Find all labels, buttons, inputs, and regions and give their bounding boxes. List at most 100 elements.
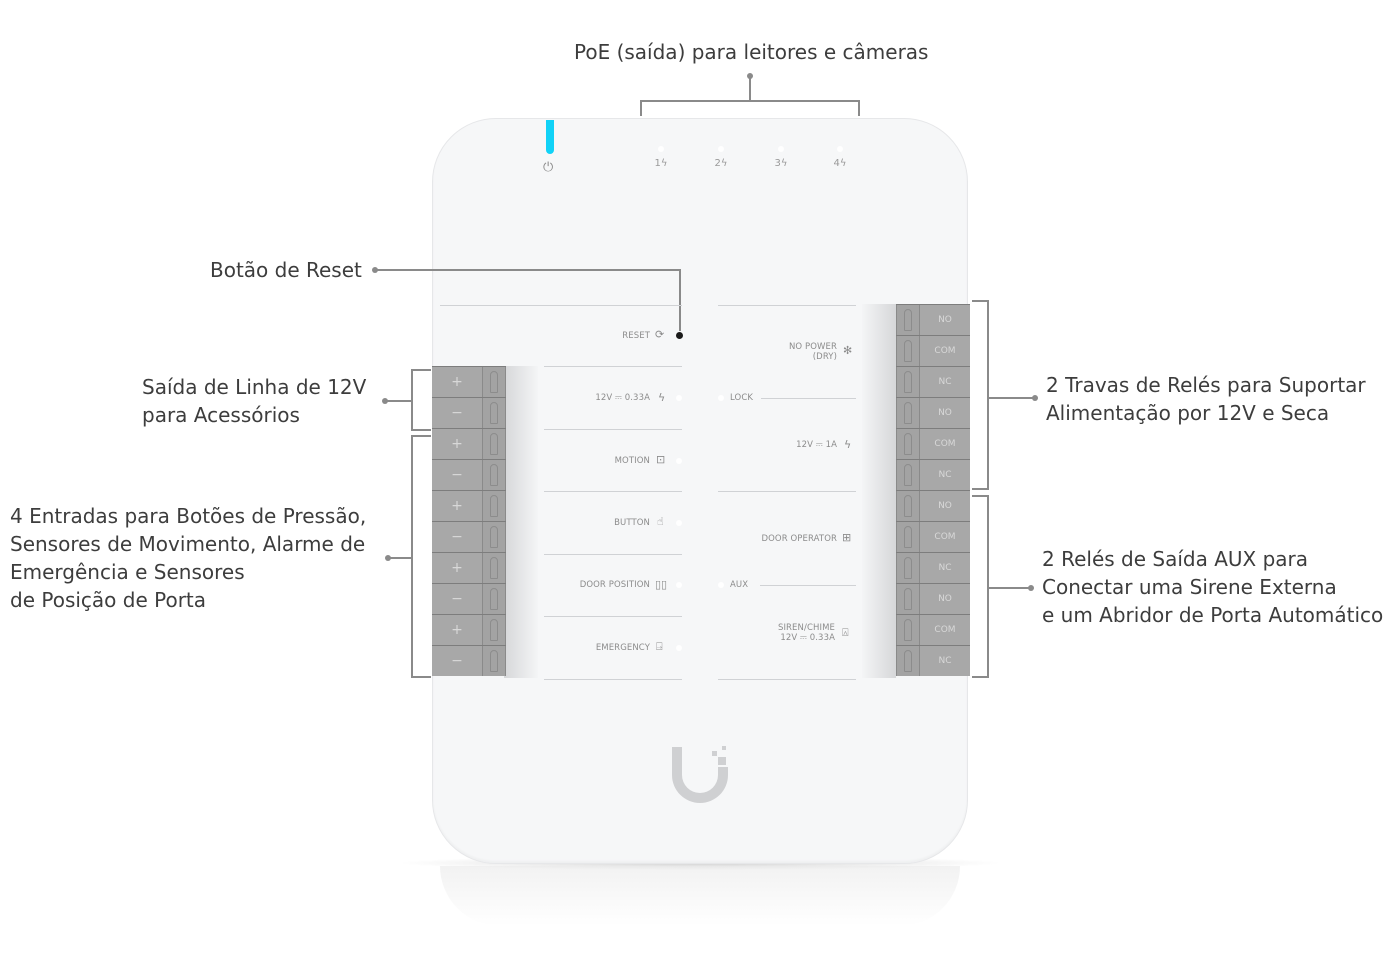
divider bbox=[544, 491, 682, 492]
poe-port-1[interactable]: 1ϟ bbox=[646, 146, 676, 169]
divider bbox=[544, 616, 682, 617]
poe-port-3[interactable]: 3ϟ bbox=[766, 146, 796, 169]
bracket-inputs bbox=[411, 435, 413, 678]
reset-button[interactable] bbox=[676, 332, 683, 339]
callout-dot bbox=[1028, 585, 1034, 591]
callout-line: Emergência e Sensores bbox=[10, 560, 245, 584]
bracket-poe-left bbox=[640, 100, 642, 116]
bracket-aux bbox=[987, 495, 989, 678]
emergency-exit-icon: ⍈ bbox=[656, 640, 663, 653]
terminal-pin[interactable]: COM bbox=[896, 428, 970, 459]
screw-slot-icon bbox=[482, 460, 506, 490]
terminal-pin[interactable]: COM bbox=[896, 335, 970, 366]
terminal-pin[interactable]: COM bbox=[896, 614, 970, 645]
bracket-12v bbox=[411, 369, 413, 431]
terminal-pin[interactable]: + bbox=[432, 552, 506, 583]
callout-line: de Posição de Porta bbox=[10, 588, 207, 612]
leader-line bbox=[388, 557, 412, 559]
terminal-pin[interactable]: NC bbox=[896, 459, 970, 490]
status-led bbox=[676, 395, 682, 401]
status-led bbox=[676, 520, 682, 526]
terminal-pin[interactable]: − bbox=[432, 397, 506, 428]
terminal-pin[interactable]: NC bbox=[896, 552, 970, 583]
terminal-pin[interactable]: + bbox=[432, 366, 506, 397]
callout-line: Sensores de Movimento, Alarme de bbox=[10, 532, 366, 556]
leader-line bbox=[988, 397, 1034, 399]
leader-line bbox=[749, 76, 751, 101]
label-door-position: DOOR POSITION bbox=[579, 580, 650, 590]
bracket-lock-bottom bbox=[972, 488, 988, 490]
callout-line: e um Abridor de Porta Automático bbox=[1042, 603, 1384, 627]
device-reflection bbox=[440, 866, 960, 926]
screw-slot-icon bbox=[482, 429, 506, 459]
terminal-pin[interactable]: NO bbox=[896, 397, 970, 428]
reset-icon: ⟳ bbox=[655, 328, 665, 341]
terminal-pin[interactable]: − bbox=[432, 521, 506, 552]
terminal-label: + bbox=[451, 622, 463, 638]
screw-slot-icon bbox=[482, 615, 506, 645]
bracket-poe bbox=[640, 100, 860, 102]
poe-led bbox=[658, 146, 664, 152]
label-aux: AUX bbox=[730, 580, 749, 590]
terminal-label: COM bbox=[934, 532, 956, 542]
divider bbox=[544, 554, 682, 555]
screw-slot-icon bbox=[482, 584, 506, 614]
callout-aux-relays: 2 Relés de Saída AUX para Conectar uma S… bbox=[1042, 545, 1383, 629]
divider bbox=[544, 429, 682, 430]
poe-port-label: 2ϟ bbox=[714, 158, 728, 169]
terminal-pin[interactable]: NO bbox=[896, 304, 970, 335]
terminal-pin[interactable]: NC bbox=[896, 645, 970, 676]
divider bbox=[718, 679, 856, 680]
terminal-pin[interactable]: − bbox=[432, 459, 506, 490]
terminal-pin[interactable]: NC bbox=[896, 366, 970, 397]
label-lock: LOCK bbox=[730, 393, 754, 403]
terminal-label: NC bbox=[938, 563, 952, 573]
divider bbox=[718, 491, 856, 492]
terminal-label: NO bbox=[938, 501, 952, 511]
bracket-poe-right bbox=[858, 100, 860, 116]
terminal-block-relays: NO COM NC NO COM NC NO COM NC NO COM NC bbox=[896, 304, 970, 676]
screw-slot-icon bbox=[896, 522, 920, 552]
screw-slot-icon bbox=[896, 336, 920, 366]
callout-line: para Acessórios bbox=[142, 403, 300, 427]
no-power-icon: ✻ bbox=[843, 344, 853, 357]
poe-port-4[interactable]: 4ϟ bbox=[825, 146, 855, 169]
callout-dot bbox=[1032, 395, 1038, 401]
screw-slot-icon bbox=[896, 305, 920, 335]
callout-line: Alimentação por 12V e Seca bbox=[1046, 401, 1330, 425]
callout-line: Saída de Linha de 12V bbox=[142, 375, 367, 399]
screw-slot-icon bbox=[896, 646, 920, 676]
status-led bbox=[718, 395, 724, 401]
terminal-pin[interactable]: COM bbox=[896, 521, 970, 552]
bracket-12v-top bbox=[411, 369, 431, 371]
terminal-label: + bbox=[451, 436, 463, 452]
terminal-label: − bbox=[451, 591, 463, 607]
label-motion: MOTION bbox=[614, 456, 650, 466]
terminal-label: NC bbox=[938, 656, 952, 666]
terminal-label: COM bbox=[934, 439, 956, 449]
terminal-label: NO bbox=[938, 594, 952, 604]
terminal-label: + bbox=[451, 498, 463, 514]
terminal-pin[interactable]: + bbox=[432, 428, 506, 459]
terminal-pin[interactable]: NO bbox=[896, 583, 970, 614]
label-no-power-line1: NO POWER bbox=[788, 342, 837, 352]
terminal-pin[interactable]: − bbox=[432, 583, 506, 614]
poe-port-2[interactable]: 2ϟ bbox=[706, 146, 736, 169]
status-led bbox=[676, 645, 682, 651]
terminal-pin[interactable]: NO bbox=[896, 490, 970, 521]
callout-reset: Botão de Reset bbox=[210, 258, 362, 282]
screw-slot-icon bbox=[482, 522, 506, 552]
screw-slot-icon bbox=[896, 367, 920, 397]
terminal-label: − bbox=[451, 467, 463, 483]
bracket-aux-bottom bbox=[972, 676, 988, 678]
terminal-pin[interactable]: + bbox=[432, 490, 506, 521]
ubiquiti-logo-icon bbox=[672, 746, 728, 803]
terminal-pin[interactable]: + bbox=[432, 614, 506, 645]
terminal-pin[interactable]: − bbox=[432, 645, 506, 676]
callout-12v-line-output: Saída de Linha de 12V para Acessórios bbox=[142, 373, 366, 429]
label-12v-out: 12V ⎓ 0.33A bbox=[595, 393, 650, 403]
leader-line bbox=[385, 400, 412, 402]
status-led bbox=[676, 582, 682, 588]
status-led bbox=[676, 458, 682, 464]
